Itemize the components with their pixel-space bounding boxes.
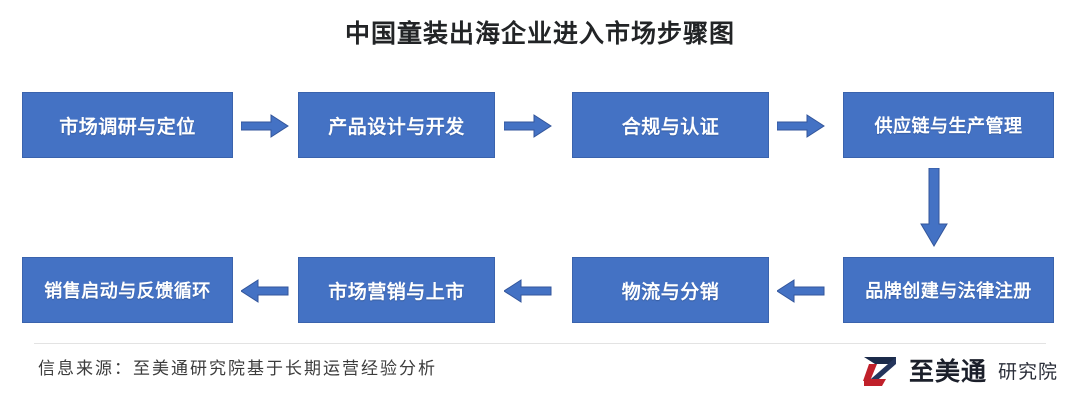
flow-node-label: 产品设计与开发 (328, 116, 465, 138)
arrow-down-icon (919, 168, 949, 248)
flow-node-label: 市场调研与定位 (59, 116, 196, 138)
page-title: 中国童装出海企业进入市场步骤图 (344, 20, 735, 48)
arrow-left-icon (504, 278, 552, 304)
arrow-left-icon (777, 278, 825, 304)
flow-node-step-2[interactable]: 产品设计与开发 (298, 92, 495, 158)
logo-name: 至美通 (908, 357, 987, 386)
flow-node-label: 物流与分销 (621, 281, 720, 303)
flow-node-step-1[interactable]: 市场调研与定位 (22, 92, 233, 158)
arrow-right-icon (777, 113, 825, 139)
arrow-right-icon (241, 113, 289, 139)
source-note: 信息来源：至美通研究院基于长期运营经验分析 (38, 359, 437, 378)
flow-node-step-6[interactable]: 物流与分销 (572, 257, 769, 323)
flow-diagram: 市场调研与定位 产品设计与开发 合规与认证 供应链与生产管理 销售启动与反馈循环… (22, 92, 1054, 323)
flow-node-step-3[interactable]: 合规与认证 (572, 92, 769, 158)
flow-node-step-4[interactable]: 供应链与生产管理 (843, 92, 1054, 158)
flow-node-label: 品牌创建与法律注册 (865, 281, 1032, 301)
flow-node-label: 供应链与生产管理 (874, 116, 1023, 136)
flow-node-label: 合规与认证 (621, 116, 720, 138)
flow-node-label: 销售启动与反馈循环 (44, 281, 211, 301)
flow-node-label: 市场营销与上市 (328, 281, 465, 303)
flow-node-step-8[interactable]: 销售启动与反馈循环 (22, 257, 233, 323)
arrow-left-icon (241, 278, 289, 304)
flow-node-step-7[interactable]: 市场营销与上市 (298, 257, 495, 323)
z-logo-icon (860, 355, 900, 389)
arrow-right-icon (504, 113, 552, 139)
flow-node-step-5[interactable]: 品牌创建与法律注册 (843, 257, 1054, 323)
footer-divider (34, 343, 1046, 344)
logo-subtitle: 研究院 (997, 361, 1058, 383)
brand-logo: 至美通 研究院 (860, 352, 1058, 392)
